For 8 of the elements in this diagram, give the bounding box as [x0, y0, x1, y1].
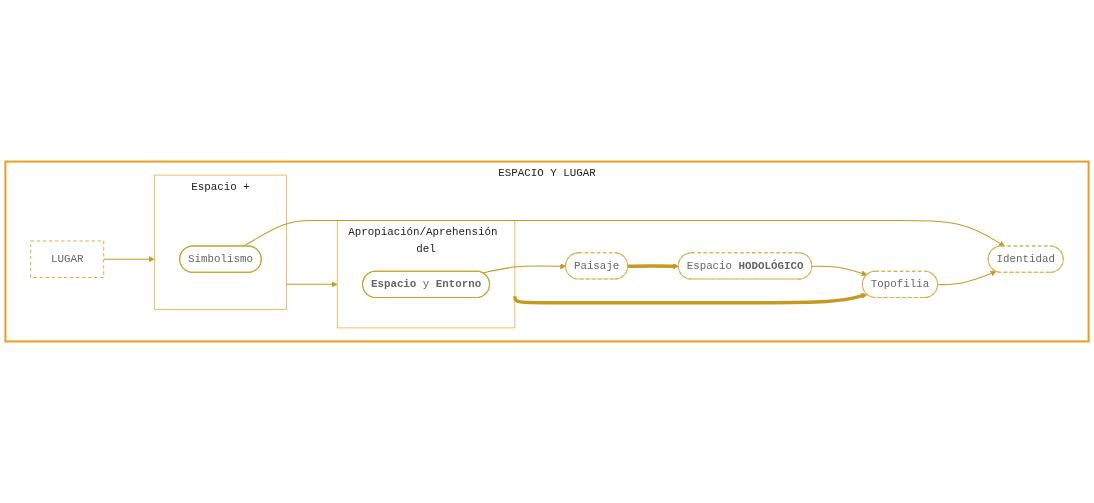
arrow — [286, 281, 338, 288]
arrow — [811, 265, 868, 277]
node-box: LUGAR — [30, 240, 105, 278]
arrow — [242, 220, 1005, 247]
arrow — [513, 293, 868, 305]
arrow — [937, 270, 997, 286]
arrow — [103, 256, 155, 263]
arrow — [627, 263, 679, 270]
